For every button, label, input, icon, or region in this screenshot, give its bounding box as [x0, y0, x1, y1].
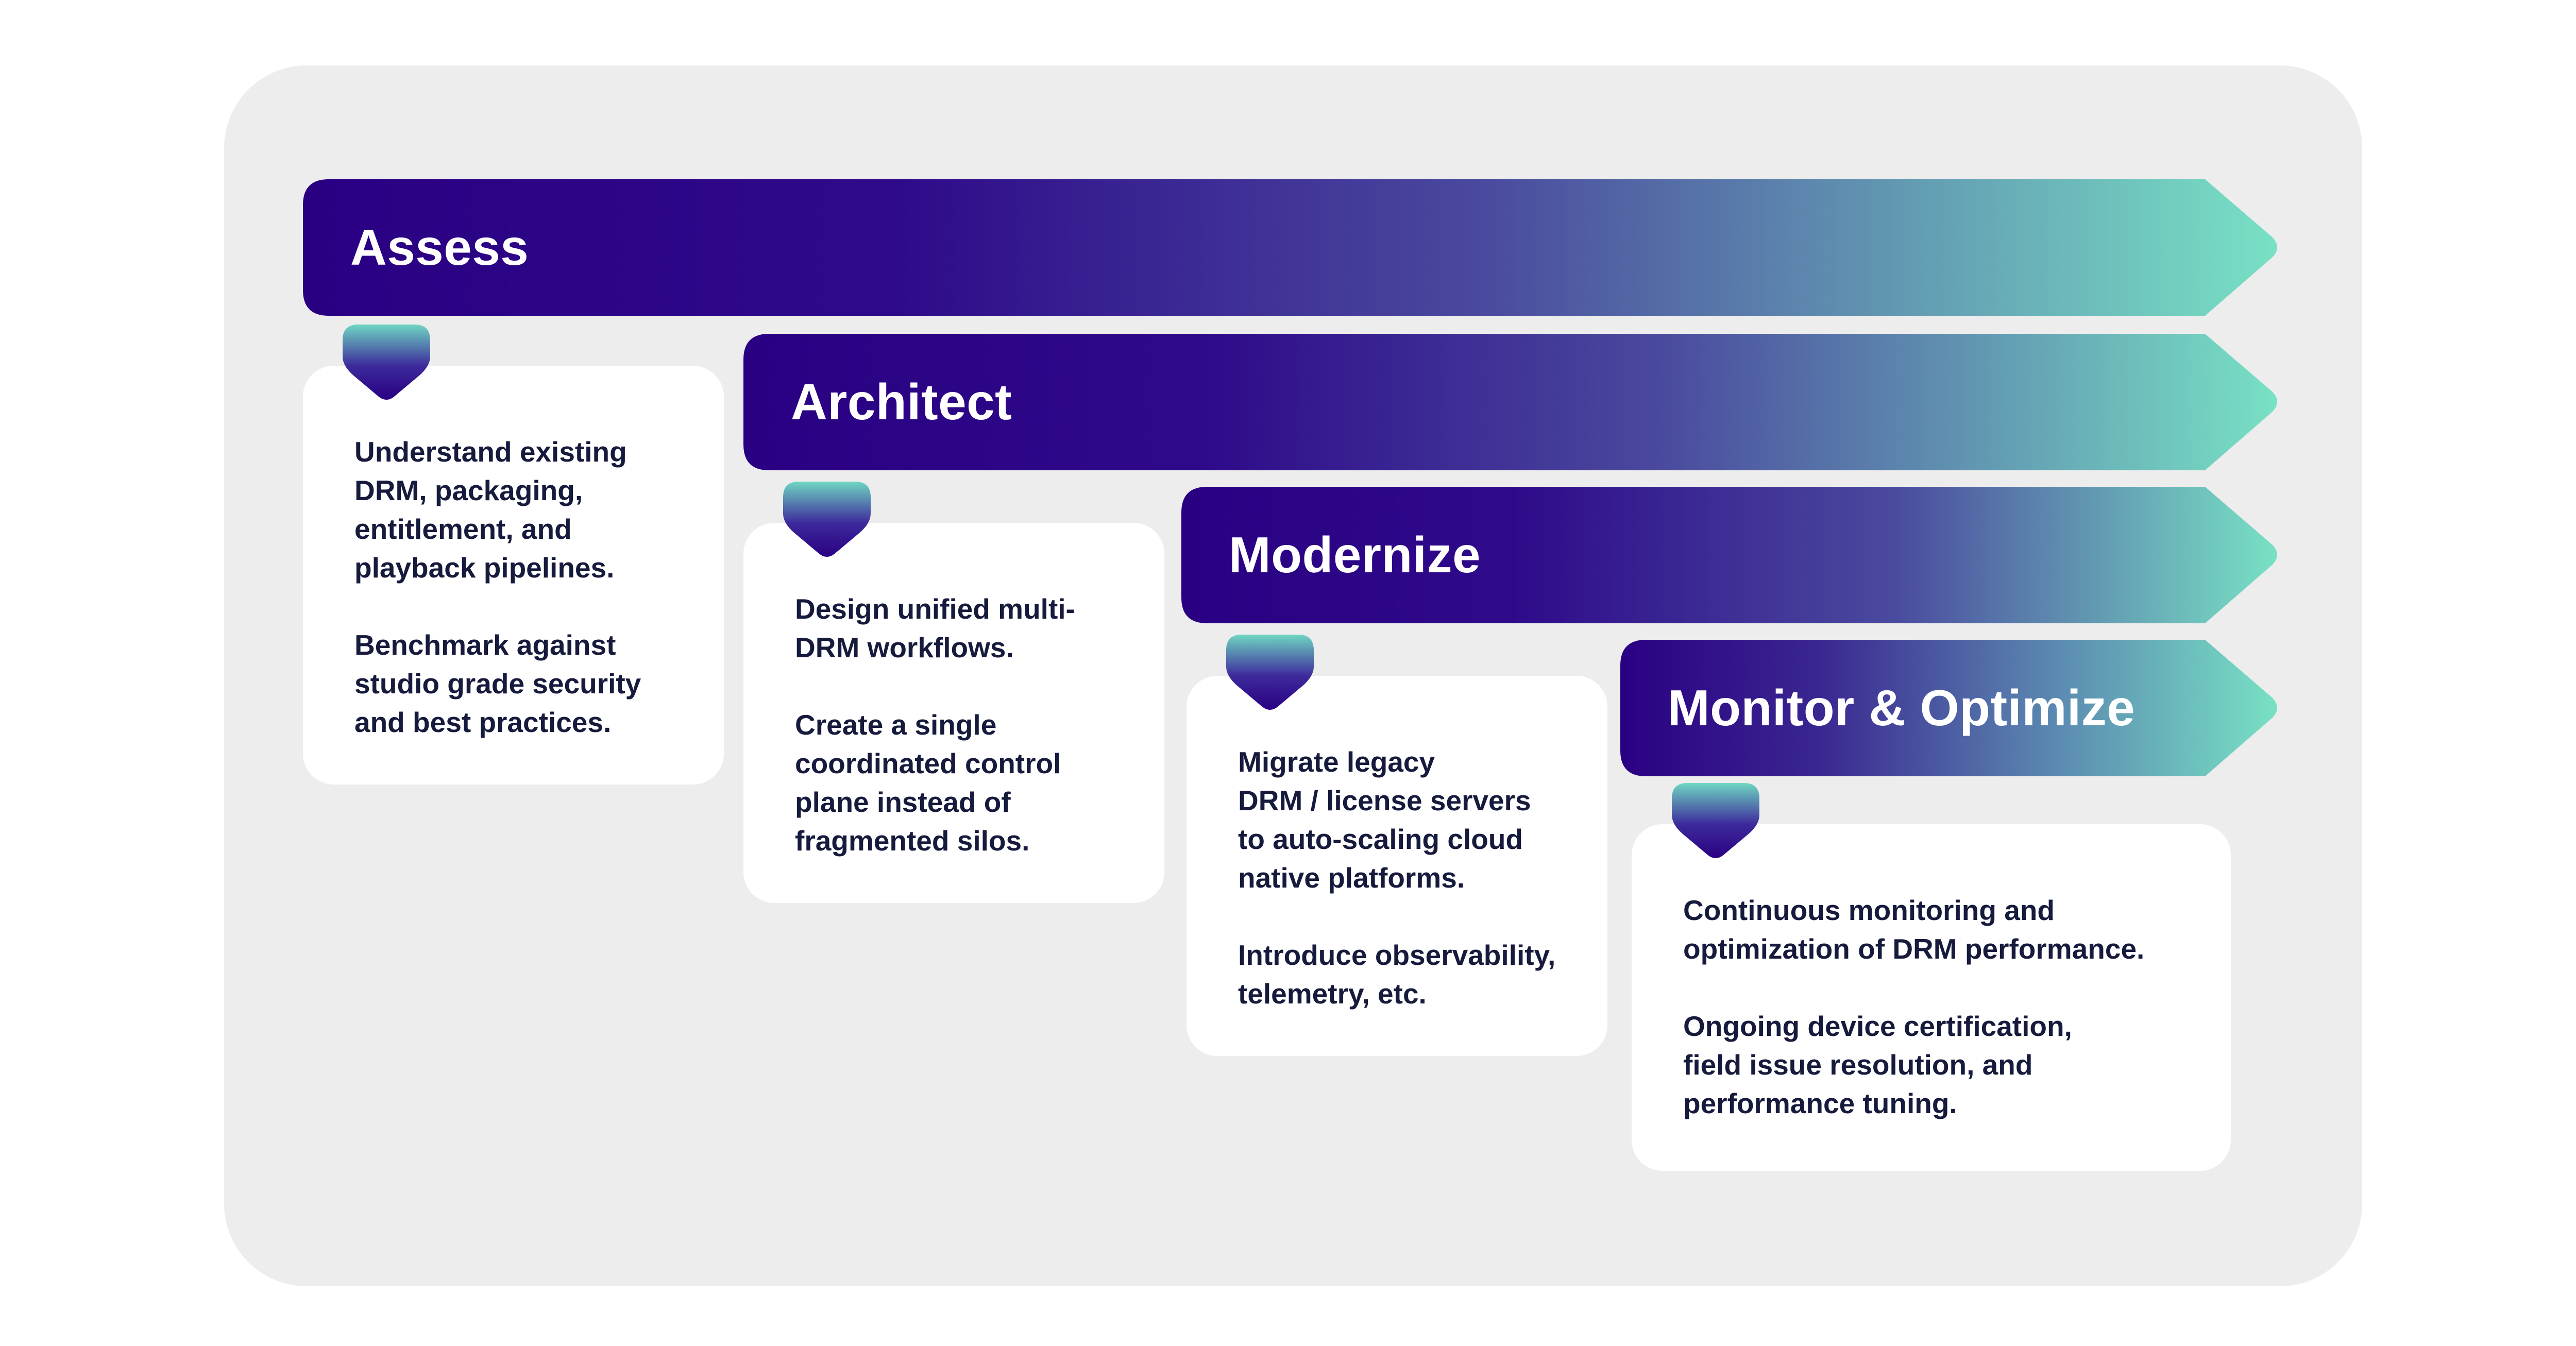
stage-marker-icon — [1226, 635, 1314, 710]
card-paragraph: Understand existing DRM, packaging, enti… — [354, 436, 627, 584]
stage-title: Monitor & Optimize — [1668, 679, 2136, 736]
stage-card-modernize: Migrate legacy DRM / license servers to … — [1187, 676, 1607, 1056]
stage-title: Modernize — [1229, 526, 1481, 583]
stage-card-architect: Design unified multi- DRM workflows. Cre… — [743, 523, 1164, 903]
card-paragraph: Continuous monitoring and optimization o… — [1683, 894, 2145, 965]
stage-card-monitor-optimize: Continuous monitoring and optimization o… — [1632, 824, 2231, 1171]
stage-card-assess: Understand existing DRM, packaging, enti… — [303, 366, 724, 785]
card-paragraph: Create a single coordinated control plan… — [795, 709, 1061, 857]
stage-title: Architect — [791, 373, 1012, 430]
card-paragraph: Introduce observability, telemetry, etc. — [1238, 939, 1556, 1010]
stage-banner-modernize: Modernize — [1181, 487, 2282, 623]
card-paragraph: Ongoing device certification, field issu… — [1683, 1010, 2072, 1119]
card-paragraph: Migrate legacy DRM / license servers to … — [1238, 746, 1531, 894]
arrow-banner-shape — [303, 179, 2277, 316]
arrow-banner-shape — [743, 334, 2277, 470]
stage-marker-icon — [343, 325, 430, 400]
stage-title: Assess — [350, 219, 529, 276]
stage-marker-icon — [783, 482, 871, 557]
stage-banner-assess: Assess — [303, 179, 2282, 316]
stage-banner-architect: Architect — [743, 334, 2282, 470]
arrow-banner-shape — [1181, 487, 2277, 623]
stage-marker-icon — [1672, 783, 1759, 858]
stage-banner-monitor-optimize: Monitor & Optimize — [1620, 640, 2282, 776]
arrow-banner-shape — [1620, 640, 2277, 776]
card-paragraph: Design unified multi- DRM workflows. — [795, 593, 1075, 663]
card-paragraph: Benchmark against studio grade security … — [354, 629, 641, 738]
